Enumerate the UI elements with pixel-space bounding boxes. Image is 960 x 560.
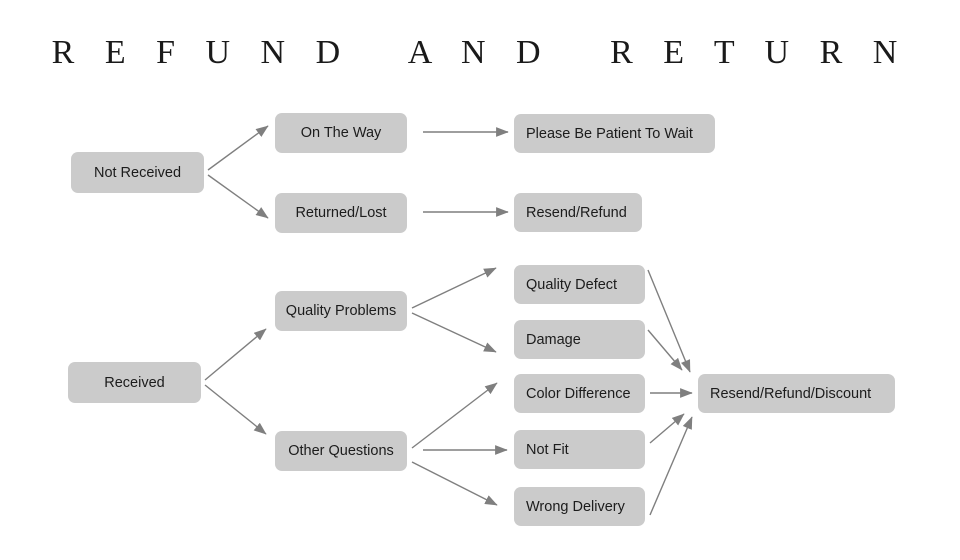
page-title: R E F U N D A N D R E T U R N — [51, 34, 909, 71]
node-label: Returned/Lost — [295, 205, 387, 221]
node-label: Please Be Patient To Wait — [526, 125, 693, 142]
node-quality-defect[interactable]: Quality Defect — [514, 265, 645, 304]
node-resend-refund-discount[interactable]: Resend/Refund/Discount — [698, 374, 895, 413]
node-label: On The Way — [300, 125, 382, 141]
node-label: Color Difference — [526, 385, 631, 402]
node-please-wait[interactable]: Please Be Patient To Wait — [514, 114, 715, 153]
node-label: Quality Defect — [526, 276, 618, 293]
arrow-received-to-quality-problems — [204, 328, 267, 381]
node-color-difference[interactable]: Color Difference — [514, 374, 645, 413]
arrow-quality-problems-to-damage — [411, 312, 497, 353]
node-label: Quality Problems — [285, 303, 397, 319]
arrow-other-questions-to-wrong-delivery — [411, 461, 498, 506]
node-returned-lost[interactable]: Returned/Lost — [275, 193, 407, 233]
node-resend-refund[interactable]: Resend/Refund — [514, 193, 642, 232]
arrow-other-questions-to-color-difference — [411, 382, 498, 449]
node-damage[interactable]: Damage — [514, 320, 645, 359]
node-label: Wrong Delivery — [526, 498, 625, 515]
node-label: Not Fit — [526, 441, 569, 458]
node-label: Resend/Refund — [526, 204, 627, 221]
node-not-fit[interactable]: Not Fit — [514, 430, 645, 469]
node-on-the-way[interactable]: On The Way — [275, 113, 407, 153]
arrow-quality-problems-to-quality-defect — [411, 267, 497, 309]
arrow-not-fit-to-resend-refund-discount — [649, 413, 685, 444]
node-label: Damage — [526, 331, 581, 348]
node-received[interactable]: Received — [68, 362, 201, 403]
node-not-received[interactable]: Not Received — [71, 152, 204, 193]
node-label: Received — [104, 374, 165, 391]
arrow-damage-to-resend-refund-discount — [647, 329, 683, 371]
arrow-received-to-other-questions — [204, 384, 267, 435]
node-label: Resend/Refund/Discount — [710, 385, 872, 402]
node-other-questions[interactable]: Other Questions — [275, 431, 407, 471]
node-label: Not Received — [93, 164, 182, 181]
arrow-wrong-delivery-to-resend-refund-discount — [649, 416, 693, 516]
node-wrong-delivery[interactable]: Wrong Delivery — [514, 487, 645, 526]
arrow-quality-defect-to-resend-refund-discount — [647, 269, 691, 373]
node-label: Other Questions — [288, 443, 394, 459]
arrow-not-received-to-returned-lost — [207, 174, 269, 219]
arrow-not-received-to-on-the-way — [207, 125, 269, 171]
node-quality-problems[interactable]: Quality Problems — [275, 291, 407, 331]
